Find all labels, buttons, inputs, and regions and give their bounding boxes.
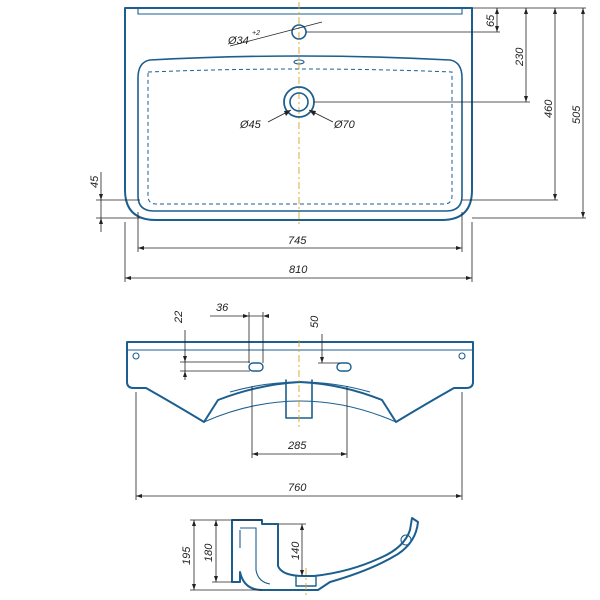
front-left-pin bbox=[132, 352, 140, 360]
side-inner-wall bbox=[240, 527, 271, 585]
dim-36-label: 36 bbox=[216, 302, 229, 314]
dim-45-label: 45 bbox=[89, 175, 101, 188]
front-inner-line bbox=[229, 381, 371, 393]
basin-outer-contour bbox=[124, 7, 473, 221]
tap-hole-dia-label: Ø34 bbox=[227, 35, 249, 47]
front-right-pin bbox=[458, 352, 466, 360]
tap-hole-leader bbox=[229, 21, 323, 47]
dim-505-label: 505 bbox=[571, 105, 583, 124]
bowl-contour bbox=[137, 55, 463, 212]
drain-dia-label: Ø45 bbox=[239, 119, 262, 131]
rim-top-line bbox=[137, 8, 463, 15]
dim-460-label: 460 bbox=[543, 99, 555, 118]
drain-outer-dia-label: Ø70 bbox=[333, 119, 356, 131]
dim-22-label: 22 bbox=[173, 311, 185, 324]
front-view: 22 36 50 285 760 bbox=[126, 302, 474, 500]
drain-inner bbox=[289, 92, 309, 112]
side-overflow bbox=[400, 534, 412, 546]
front-bowl-curve bbox=[203, 400, 397, 423]
dim-760-label: 760 bbox=[288, 482, 307, 494]
top-view: Ø34 +2 Ø45 Ø70 65 230 460 505 bbox=[89, 2, 586, 282]
dim-745-label: 745 bbox=[288, 235, 307, 247]
left-mount-hole bbox=[248, 362, 264, 372]
dim-230-label: 230 bbox=[514, 47, 526, 67]
side-view: 195 180 140 bbox=[181, 517, 419, 598]
dim-50-label: 50 bbox=[309, 315, 321, 328]
dim-810-label: 810 bbox=[289, 264, 308, 276]
bowl-hidden-line bbox=[147, 68, 453, 205]
dim-180-label: 180 bbox=[203, 543, 215, 562]
tap-hole-tol-label: +2 bbox=[252, 30, 260, 37]
dim-285-label: 285 bbox=[287, 440, 307, 452]
dim-195-label: 195 bbox=[181, 546, 193, 565]
right-mount-hole bbox=[336, 362, 352, 372]
dim-140-label: 140 bbox=[290, 541, 302, 560]
dim-65-label: 65 bbox=[485, 14, 497, 27]
